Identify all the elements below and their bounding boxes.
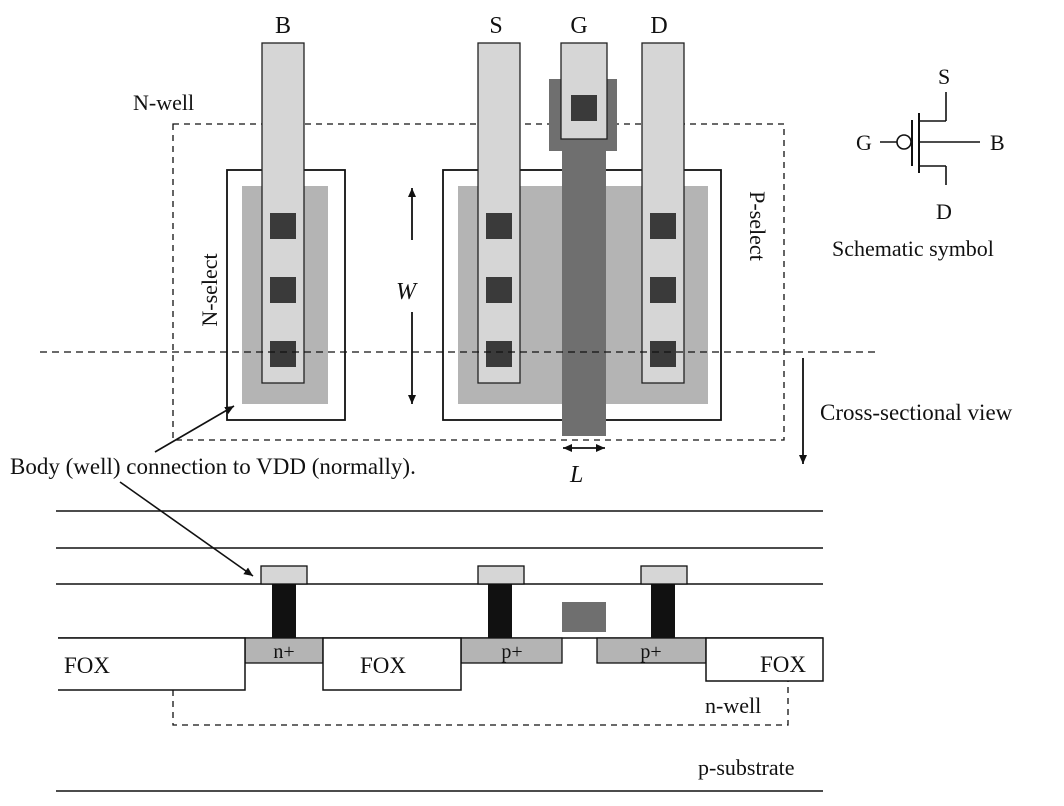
- field-oxide: [705, 637, 824, 682]
- terminal-label-d: D: [650, 13, 667, 39]
- contact-plug: [488, 584, 512, 638]
- contact-plug: [272, 584, 296, 638]
- metal-pad: [640, 565, 688, 585]
- gate-contact: [571, 95, 597, 121]
- n-well-outline: [172, 123, 785, 441]
- fox-label: FOX: [64, 653, 110, 678]
- annotation-arrow-to-cross-section: [119, 481, 254, 577]
- edge-mask: [54, 636, 58, 692]
- drain-contact: [650, 341, 676, 367]
- body-contact: [270, 277, 296, 303]
- poly-gate-cross-section: [562, 602, 606, 632]
- poly-gate: [562, 138, 606, 436]
- pmos-schematic-symbol: S G B D Schematic symbol: [832, 64, 1005, 261]
- source-contact: [486, 213, 512, 239]
- p-plus-label: p+: [501, 641, 522, 663]
- source-contact: [486, 341, 512, 367]
- width-label: W: [396, 279, 418, 305]
- body-contact: [270, 341, 296, 367]
- cross-section-label: Cross-sectional view: [820, 400, 1013, 425]
- n-well-label-cross-section: n-well: [705, 693, 761, 718]
- field-oxide: [55, 637, 246, 691]
- terminal-label-b: B: [275, 13, 291, 39]
- length-label: L: [569, 462, 583, 488]
- n-well-region-outline: [172, 681, 789, 726]
- p-select-label: P-select: [745, 191, 770, 261]
- terminal-label-s: S: [489, 13, 502, 39]
- metal-gate-strip: [560, 42, 608, 140]
- contact-plug: [651, 584, 675, 638]
- drain-contact: [650, 277, 676, 303]
- field-oxide: [322, 637, 462, 691]
- n-well-label: N-well: [133, 90, 194, 115]
- n-plus-label: n+: [273, 641, 294, 663]
- p-plus-label: p+: [640, 641, 661, 663]
- terminal-label-g: G: [570, 13, 587, 39]
- schematic-inversion-bubble: [896, 134, 912, 150]
- schematic-label-g: G: [856, 130, 872, 155]
- schematic-label-d: D: [936, 199, 952, 224]
- metal-pad: [477, 565, 525, 585]
- schematic-label-s: S: [938, 64, 950, 89]
- fox-label: FOX: [360, 653, 406, 678]
- p-substrate-label: p-substrate: [698, 755, 795, 780]
- source-contact: [486, 277, 512, 303]
- schematic-label-b: B: [990, 130, 1005, 155]
- p-plus-diffusion-source: [460, 637, 563, 664]
- annotation-arrow-to-layout: [154, 405, 235, 453]
- fox-label: FOX: [760, 652, 806, 677]
- drain-contact: [650, 213, 676, 239]
- body-contact: [270, 213, 296, 239]
- n-select-label: N-select: [197, 253, 222, 326]
- metal-pad: [260, 565, 308, 585]
- body-connection-note: Body (well) connection to VDD (normally)…: [10, 454, 416, 479]
- schematic-caption: Schematic symbol: [832, 236, 994, 261]
